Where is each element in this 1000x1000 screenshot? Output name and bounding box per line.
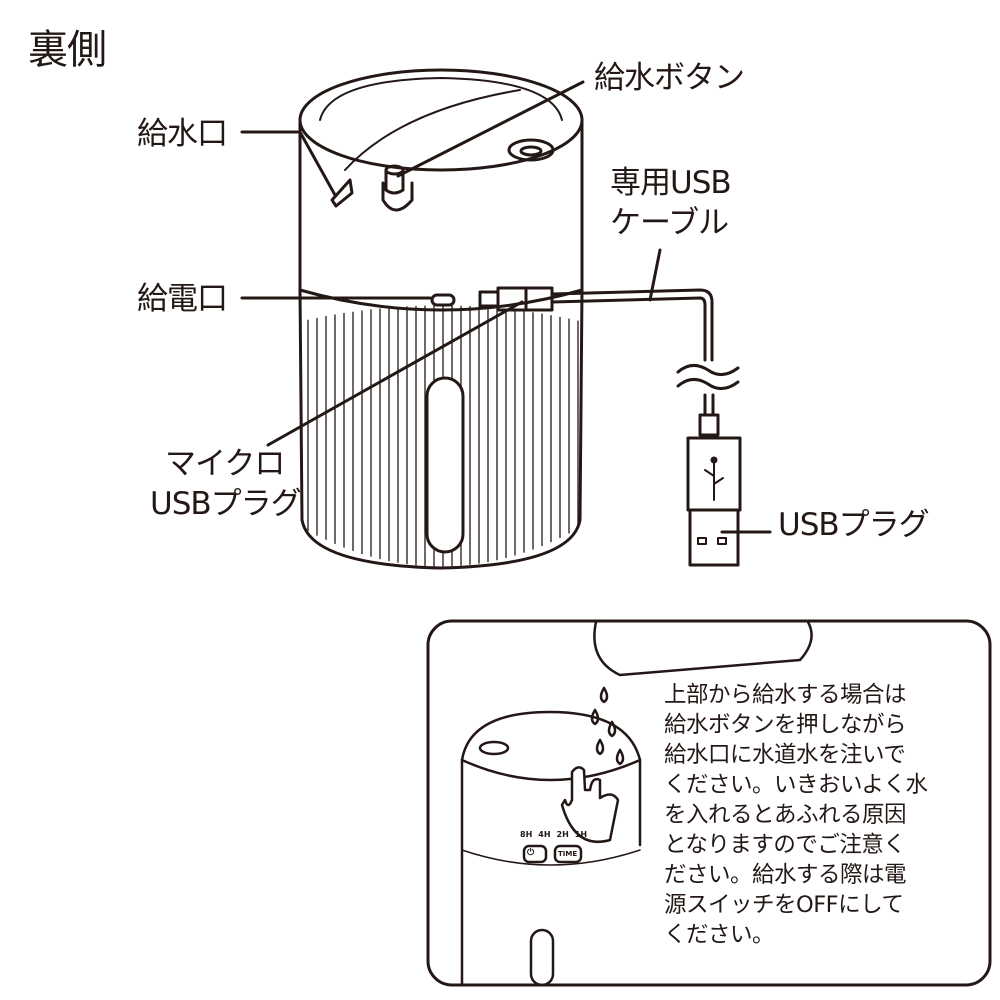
label-water-inlet: 給水口 <box>137 116 228 152</box>
label-cable-line2: ケーブル <box>610 205 729 241</box>
power-icon: ⏻ <box>527 848 535 858</box>
timer-2h: 2H <box>556 830 569 839</box>
label-micro-line1: マイクロ <box>165 446 285 482</box>
inset-illustration <box>460 620 813 987</box>
note-line: 上部から給水する場合は <box>664 682 907 708</box>
note-line: ください。 <box>664 922 775 948</box>
note-line: 給水ボタンを押しながら <box>664 712 907 738</box>
note-line: 源スイッチをOFFにして <box>664 892 904 918</box>
note-line: ださい。給水する際は電 <box>664 862 907 888</box>
page-title: 裏側 <box>28 27 107 73</box>
timer-1h: 1H <box>574 830 588 839</box>
timer-4h: 4H <box>538 830 551 839</box>
label-micro-line2: USBプラグ <box>150 486 302 522</box>
label-cable-line1: 専用USB <box>610 165 732 201</box>
humidifier-body <box>298 68 584 570</box>
usb-cable <box>478 286 742 567</box>
timer-8h: 8H <box>520 830 533 839</box>
note-line: を入れるとあふれる原因 <box>664 802 907 828</box>
timer-labels: 8H 4H 2H 1H <box>520 830 587 839</box>
time-button: TIME <box>558 850 578 858</box>
note-line: ください。いきおいよく水 <box>664 772 928 798</box>
note-line: となりますのでご注意く <box>664 832 906 858</box>
instruction-inset <box>426 619 992 987</box>
leader-lines <box>240 80 772 534</box>
label-water-button: 給水ボタン <box>594 60 745 96</box>
instruction-note: 上部から給水する場合は 給水ボタンを押しながら 給水口に水道水を注いで ください… <box>664 680 928 950</box>
label-usb-plug: USBプラグ <box>778 507 930 543</box>
note-line: 給水口に水道水を注いで <box>664 742 906 768</box>
label-power-port: 給電口 <box>137 281 228 317</box>
